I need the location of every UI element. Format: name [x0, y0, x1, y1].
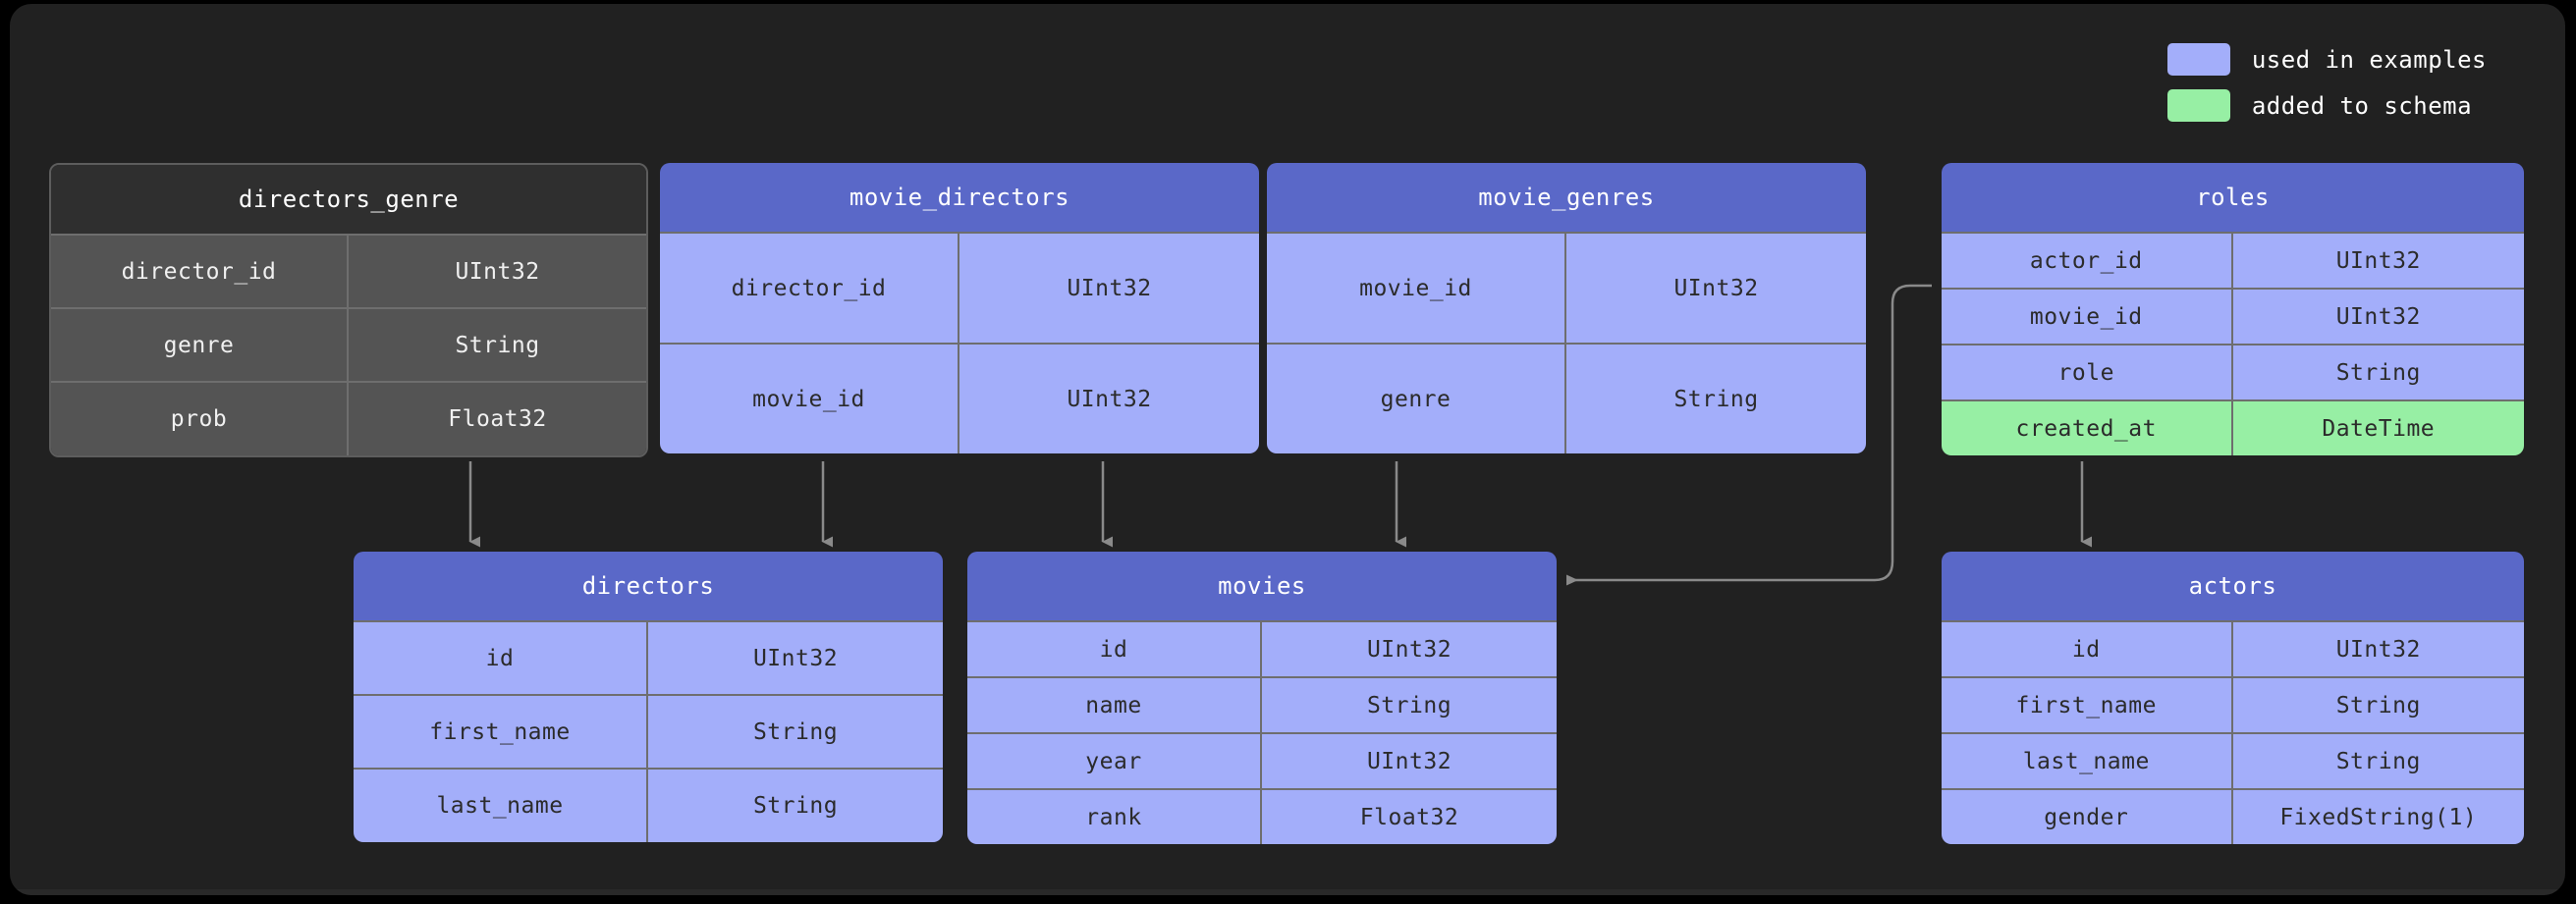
table-row: name String: [967, 676, 1557, 732]
column-name: year: [967, 734, 1262, 788]
table-row: role String: [1942, 344, 2524, 399]
column-name: movie_id: [660, 345, 959, 453]
table-row: year UInt32: [967, 732, 1557, 788]
column-name: id: [1942, 622, 2233, 676]
table-row: last_name String: [1942, 732, 2524, 788]
table-movie_directors[interactable]: movie_directors director_id UInt32 movie…: [660, 163, 1259, 453]
table-title-directors_genre: directors_genre: [51, 165, 646, 234]
column-type: String: [2335, 692, 2421, 718]
column-name: role: [1942, 346, 2233, 399]
table-title-movies: movies: [967, 552, 1557, 620]
column-name: rank: [967, 790, 1262, 844]
column-type: String: [2335, 748, 2421, 774]
table-title-actors: actors: [1942, 552, 2524, 620]
column-name: prob: [51, 383, 349, 455]
table-row: genre String: [1267, 343, 1866, 453]
column-name: first_name: [1942, 678, 2233, 732]
legend-swatch-used-in-examples: [2166, 43, 2230, 76]
column-type: Float32: [448, 406, 547, 432]
table-row: genre String: [51, 307, 646, 381]
column-name: genre: [1267, 345, 1566, 453]
table-row: last_name String: [354, 768, 943, 842]
table-movie_genres[interactable]: movie_genres movie_id UInt32 genre Strin…: [1267, 163, 1866, 453]
table-title-roles: roles: [1942, 163, 2524, 232]
table-roles[interactable]: roles actor_id UInt32 movie_id UInt32 ro…: [1942, 163, 2524, 455]
table-row: actor_id UInt32: [1942, 232, 2524, 288]
table-directors_genre[interactable]: directors_genre director_id UInt32 genre…: [49, 163, 648, 457]
legend: used in examples added to schema: [2166, 43, 2487, 122]
column-name: name: [967, 678, 1262, 732]
diagram-panel: used in examples added to schema directo…: [10, 4, 2565, 895]
column-name: last_name: [354, 770, 648, 842]
column-type: UInt32: [2335, 303, 2421, 330]
column-name: first_name: [354, 696, 648, 768]
column-type: UInt32: [1067, 275, 1152, 301]
legend-item-added-to-schema: added to schema: [2166, 89, 2487, 122]
column-type: DateTime: [2322, 415, 2436, 442]
table-movies[interactable]: movies id UInt32 name String year UInt32…: [967, 552, 1557, 844]
column-type: UInt32: [1366, 636, 1452, 663]
table-row: id UInt32: [354, 620, 943, 694]
legend-label-added-to-schema: added to schema: [2251, 91, 2473, 120]
column-type: UInt32: [752, 645, 839, 671]
column-name: genre: [51, 309, 349, 381]
column-type: String: [1366, 692, 1452, 718]
table-row: director_id UInt32: [51, 234, 646, 307]
table-row: prob Float32: [51, 381, 646, 455]
table-directors[interactable]: directors id UInt32 first_name String la…: [354, 552, 943, 842]
table-row: movie_id UInt32: [1942, 288, 2524, 344]
table-row-added: created_at DateTime: [1942, 399, 2524, 455]
column-type: UInt32: [1366, 748, 1452, 774]
column-name: director_id: [660, 234, 959, 343]
column-name: movie_id: [1942, 290, 2233, 344]
column-type: UInt32: [2335, 636, 2421, 663]
table-row: id UInt32: [967, 620, 1557, 676]
table-title-directors: directors: [354, 552, 943, 620]
bottom-edge-artifact: [10, 889, 2565, 895]
table-row: movie_id UInt32: [1267, 232, 1866, 343]
table-row: gender FixedString(1): [1942, 788, 2524, 844]
column-name: id: [354, 622, 648, 694]
column-type: UInt32: [2335, 247, 2421, 274]
column-type: String: [455, 332, 540, 358]
table-row: movie_id UInt32: [660, 343, 1259, 453]
column-name: last_name: [1942, 734, 2233, 788]
column-type: UInt32: [1067, 386, 1152, 412]
legend-label-used-in-examples: used in examples: [2251, 45, 2487, 74]
column-name: movie_id: [1267, 234, 1566, 343]
column-type: FixedString(1): [2279, 804, 2478, 830]
column-name: actor_id: [1942, 234, 2233, 288]
table-row: rank Float32: [967, 788, 1557, 844]
legend-swatch-added-to-schema: [2166, 89, 2230, 122]
table-title-movie_directors: movie_directors: [660, 163, 1259, 232]
column-type: String: [2335, 359, 2421, 386]
column-type: Float32: [1359, 804, 1459, 830]
column-type: String: [1673, 386, 1759, 412]
column-type: String: [752, 718, 839, 745]
table-row: first_name String: [1942, 676, 2524, 732]
column-type: UInt32: [1673, 275, 1759, 301]
column-name: created_at: [1942, 401, 2233, 455]
table-row: first_name String: [354, 694, 943, 768]
table-title-movie_genres: movie_genres: [1267, 163, 1866, 232]
column-name: director_id: [51, 236, 349, 307]
table-actors[interactable]: actors id UInt32 first_name String last_…: [1942, 552, 2524, 844]
legend-item-used-in-examples: used in examples: [2166, 43, 2487, 76]
column-type: String: [752, 793, 839, 819]
table-row: director_id UInt32: [660, 232, 1259, 343]
table-row: id UInt32: [1942, 620, 2524, 676]
column-name: id: [967, 622, 1262, 676]
column-name: gender: [1942, 790, 2233, 844]
column-type: UInt32: [455, 258, 540, 285]
